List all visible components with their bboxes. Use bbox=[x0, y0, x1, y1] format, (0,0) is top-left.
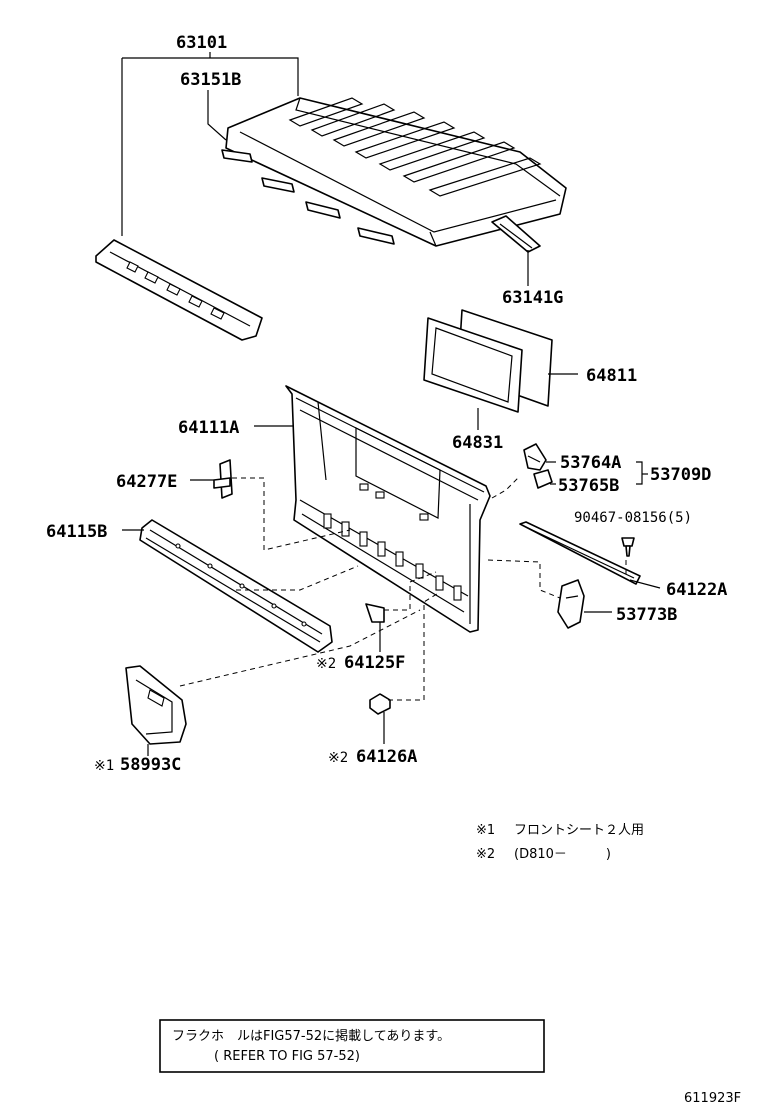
mark-64125f: ※2 bbox=[316, 656, 336, 672]
roof-reinforcement-strips bbox=[221, 149, 395, 245]
door-catch bbox=[557, 579, 585, 629]
part-labels: 63101 63151B 63141G 64811 64831 64111A 6… bbox=[46, 33, 727, 775]
label-64811: 64811 bbox=[586, 366, 637, 386]
label-64111a: 64111A bbox=[178, 418, 239, 438]
reference-line2: ( REFER TO FIG 57-52) bbox=[214, 1049, 360, 1064]
assembly-lines bbox=[179, 475, 627, 701]
note1-mark: ※1 bbox=[476, 823, 495, 838]
bracket-64126a bbox=[369, 693, 391, 715]
label-64277e: 64277E bbox=[116, 472, 177, 492]
roof-panel bbox=[225, 97, 567, 247]
label-63101: 63101 bbox=[176, 33, 227, 53]
label-64831: 64831 bbox=[452, 433, 503, 453]
clip bbox=[621, 537, 635, 557]
bracket-64125f bbox=[365, 603, 385, 623]
label-63141g: 63141G bbox=[502, 288, 563, 308]
label-90467: 90467-08156(5) bbox=[574, 510, 692, 526]
hinge-upper bbox=[523, 443, 547, 471]
glass-weatherstrip bbox=[423, 317, 523, 413]
seat-bracket bbox=[125, 665, 187, 745]
bracket-64277e bbox=[213, 459, 233, 499]
footnotes: ※1 フロントシート２人用 ※2 (D810－ ) bbox=[476, 823, 644, 862]
label-64122a: 64122A bbox=[666, 580, 727, 600]
note1-text: フロントシート２人用 bbox=[514, 823, 644, 838]
back-panel bbox=[285, 385, 491, 633]
reference-box: フラクホ ルはFIG57-52に掲載してあります。 ( REFER TO FIG… bbox=[159, 1019, 545, 1073]
label-53773b: 53773B bbox=[616, 605, 677, 625]
label-53765b: 53765B bbox=[558, 476, 619, 496]
label-58993c: 58993C bbox=[120, 755, 181, 775]
figure-id: 611923F bbox=[684, 1091, 741, 1106]
roof-bow-rear bbox=[491, 215, 541, 253]
label-63151b: 63151B bbox=[180, 70, 241, 90]
hinge-lower bbox=[533, 469, 553, 489]
mark-64126a: ※2 bbox=[328, 750, 348, 766]
mark-58993c: ※1 bbox=[94, 758, 114, 774]
back-panel-sill bbox=[139, 519, 333, 653]
label-64126a: 64126A bbox=[356, 747, 417, 767]
roof-front-header bbox=[95, 239, 263, 341]
label-53709d: 53709D bbox=[650, 465, 711, 485]
reference-line1: フラクホ ルはFIG57-52に掲載してあります。 bbox=[172, 1028, 450, 1044]
side-rail bbox=[519, 521, 641, 585]
label-64125f: 64125F bbox=[344, 653, 405, 673]
label-53764a: 53764A bbox=[560, 453, 621, 473]
leader-lines bbox=[121, 52, 661, 756]
note2-mark: ※2 bbox=[476, 847, 495, 862]
label-64115b: 64115B bbox=[46, 522, 107, 542]
note2-text: (D810－ ) bbox=[514, 847, 611, 862]
